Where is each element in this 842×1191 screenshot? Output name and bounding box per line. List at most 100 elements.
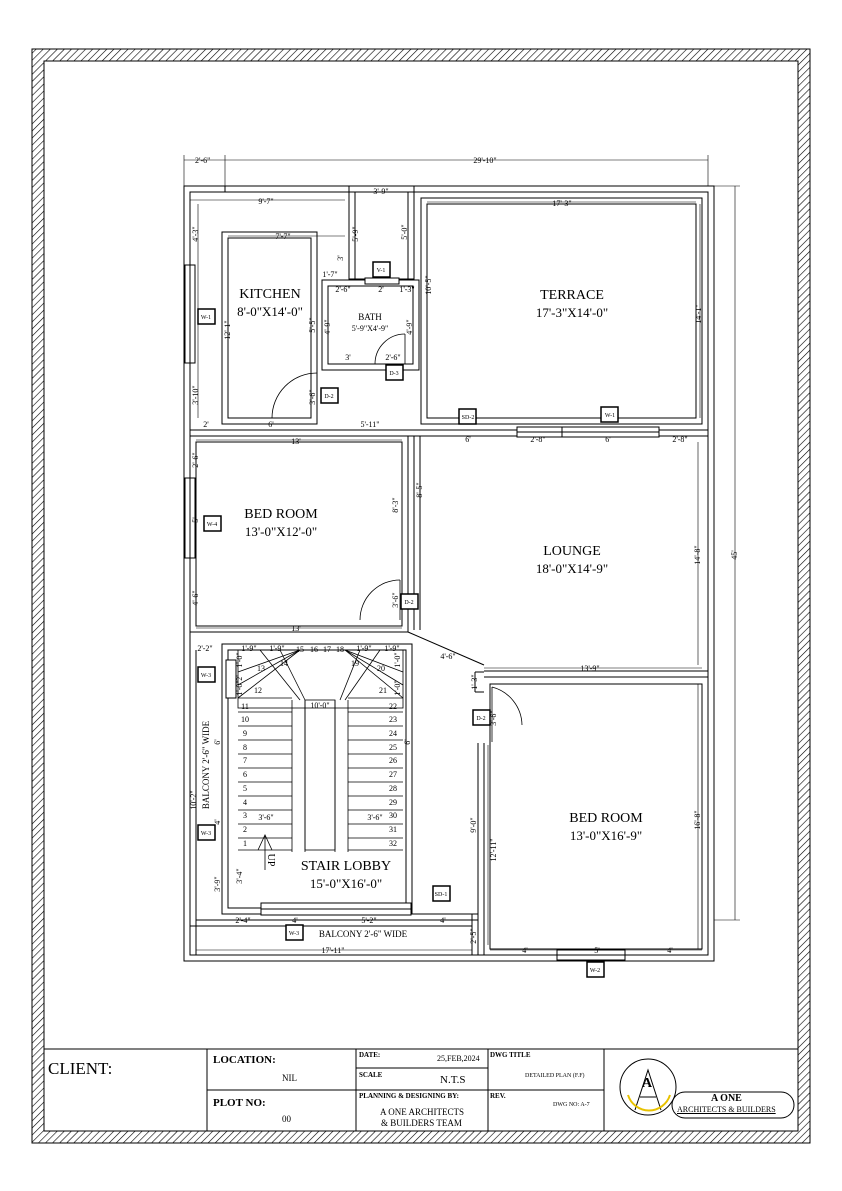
- dim-lobby-bottom-c: 5'-2": [361, 916, 376, 925]
- plot-label: PLOT NO:: [213, 1097, 266, 1109]
- windows: [184, 264, 660, 961]
- room-bed2-name: BED ROOM: [569, 811, 643, 826]
- svg-text:SD-2: SD-2: [462, 415, 475, 421]
- planning-label: PLANNING & DESIGNING BY:: [359, 1092, 459, 1100]
- room-bath-size: 5'-9"X4'-9": [352, 324, 389, 333]
- planning-value-1: A ONE ARCHITECTS: [380, 1107, 465, 1117]
- location-label: LOCATION:: [213, 1054, 276, 1066]
- tag-v1: V-1: [372, 261, 391, 278]
- tag-w3-top: W-3: [197, 666, 216, 683]
- tag-sd2: SD-2: [458, 408, 477, 425]
- dim-bed2-right: 16'-8": [693, 810, 702, 829]
- dim-kitchen-bottom-right: 5'-11": [360, 420, 379, 429]
- dim-stair-right-3: 6': [403, 739, 412, 745]
- step-8: 8: [243, 743, 247, 752]
- title-block: [43, 1048, 799, 1132]
- dim-lobby-left-c: 4': [213, 819, 222, 825]
- dim-lobby-w: 1'-7": [322, 270, 337, 279]
- room-stair-name: STAIR LOBBY: [301, 859, 391, 874]
- step-20: 20: [377, 664, 385, 673]
- dim-lobby-bottom-b: 4': [292, 916, 298, 925]
- room-stair-size: 15'-0"X16'-0": [310, 876, 382, 891]
- dim-bed1-left-mid: 5': [191, 517, 200, 523]
- dim-shaft-w: 3'-9": [373, 187, 388, 196]
- date-value: 25,FEB,2024: [437, 1054, 480, 1063]
- svg-text:V-1: V-1: [377, 268, 386, 274]
- dim-stair-top-d: 1'-9": [356, 644, 371, 653]
- dim-kitchen-bottom-door: 6': [268, 420, 274, 429]
- svg-text:D-2: D-2: [324, 394, 333, 400]
- dim-shaft-h-right: 5'-0": [400, 224, 409, 239]
- tag-sd1: SD-1: [432, 885, 451, 902]
- svg-text:W-3: W-3: [289, 931, 299, 937]
- svg-text:W-4: W-4: [207, 522, 217, 528]
- dim-stair-top-e: 1'-9": [384, 644, 399, 653]
- dim-bath-h-left: 4'-9": [323, 319, 332, 334]
- dim-overall-depth: 45': [730, 550, 739, 560]
- dim-bath-w2: 2': [378, 285, 384, 294]
- dim-stair-landing: 10'-0": [310, 701, 329, 710]
- dim-lobby-left-e: 3'-4": [235, 868, 244, 883]
- tag-w1-kitchen: W-1: [197, 308, 216, 325]
- tag-d2-kitchen: D-2: [320, 387, 339, 404]
- dim-terrace-w: 17'-3": [552, 199, 571, 208]
- step-16: 16: [310, 645, 318, 654]
- dim-kitchen-door-h: 3'-6": [308, 389, 317, 404]
- svg-text:W-2: W-2: [590, 968, 600, 974]
- balcony-bottom-label: BALCONY 2'-6" WIDE: [319, 929, 408, 939]
- dim-lobby-win: 2': [235, 675, 244, 681]
- rev-label: REV.: [490, 1092, 506, 1100]
- planning-value-2: & BUILDERS TEAM: [381, 1118, 462, 1128]
- walls: [183, 185, 715, 962]
- step-19: 19: [351, 659, 359, 668]
- tag-w1-terrace: W-1: [600, 406, 619, 423]
- dim-bed1-bottom: 13': [291, 624, 301, 633]
- dim-bath-door: 2'-6": [385, 353, 400, 362]
- dim-terrace-bottom-a: 6': [465, 435, 471, 444]
- dim-bed2-bottom-b: 5': [594, 946, 600, 955]
- step-31: 31: [389, 825, 397, 834]
- room-bed1-name: BED ROOM: [244, 507, 318, 522]
- dim-lobby-bottom-a: 2'-4": [235, 916, 250, 925]
- room-terrace-size: 17'-3"X14'-0": [536, 305, 608, 320]
- step-14: 14: [280, 659, 288, 668]
- room-lounge-size: 18'-0"X14'-9": [536, 561, 608, 576]
- room-kitchen-size: 8'-0"X14'-0": [237, 304, 303, 319]
- dim-terrace-left: 10'-5": [424, 275, 433, 294]
- step-7: 7: [243, 756, 247, 765]
- dim-bed1-left-bottom: 4'-6": [191, 590, 200, 605]
- step-29: 29: [389, 798, 397, 807]
- dwg-no: DWG NO: A-7: [553, 1102, 590, 1108]
- dim-top-left-offset: 2'-6": [195, 156, 210, 165]
- scale-label: SCALE: [359, 1071, 383, 1079]
- dim-stair-width-a: 3'-6": [258, 813, 273, 822]
- dim-bed1-top: 13': [291, 437, 301, 446]
- step-numbers: 1 2 3 4 5 6 7 8 9 10 11 12 13 14 15 16 1…: [241, 645, 397, 848]
- dim-balcony-right: 2'-5": [469, 928, 478, 943]
- dim-terrace-bottom-c: 6': [605, 435, 611, 444]
- dim-bed2-bottom-c: 4': [667, 946, 673, 955]
- svg-text:D-2: D-2: [404, 600, 413, 606]
- dim-bed2-door: 3'-6": [489, 710, 498, 725]
- dim-top-overall: 29'-10": [473, 156, 496, 165]
- step-22: 22: [389, 702, 397, 711]
- step-11: 11: [241, 702, 249, 711]
- step-2: 2: [243, 825, 247, 834]
- dim-kitchen-mid: 5'-5": [308, 317, 317, 332]
- dim-stair-width-b: 3'-6": [367, 813, 382, 822]
- step-27: 27: [389, 770, 397, 779]
- room-terrace-name: TERRACE: [540, 288, 604, 303]
- dim-balcony-bottom: 17'-11": [321, 946, 344, 955]
- dim-bed2-bottom-a: 4': [522, 946, 528, 955]
- step-15: 15: [296, 645, 304, 654]
- svg-text:W-1: W-1: [605, 413, 615, 419]
- dim-kitchen-outer-w: 9'-7": [258, 197, 273, 206]
- dim-bed2-left-b: 12'-11": [489, 838, 498, 861]
- logo-letters: A: [642, 1076, 653, 1091]
- dim-stair-top-c: 1'-9": [269, 644, 284, 653]
- room-bed2-size: 13'-0"X16'-9": [570, 828, 642, 843]
- dim-lounge-left: 8'-5": [415, 482, 424, 497]
- room-bed1-size: 13'-0"X12'-0": [245, 524, 317, 539]
- svg-text:W-3: W-3: [201, 673, 211, 679]
